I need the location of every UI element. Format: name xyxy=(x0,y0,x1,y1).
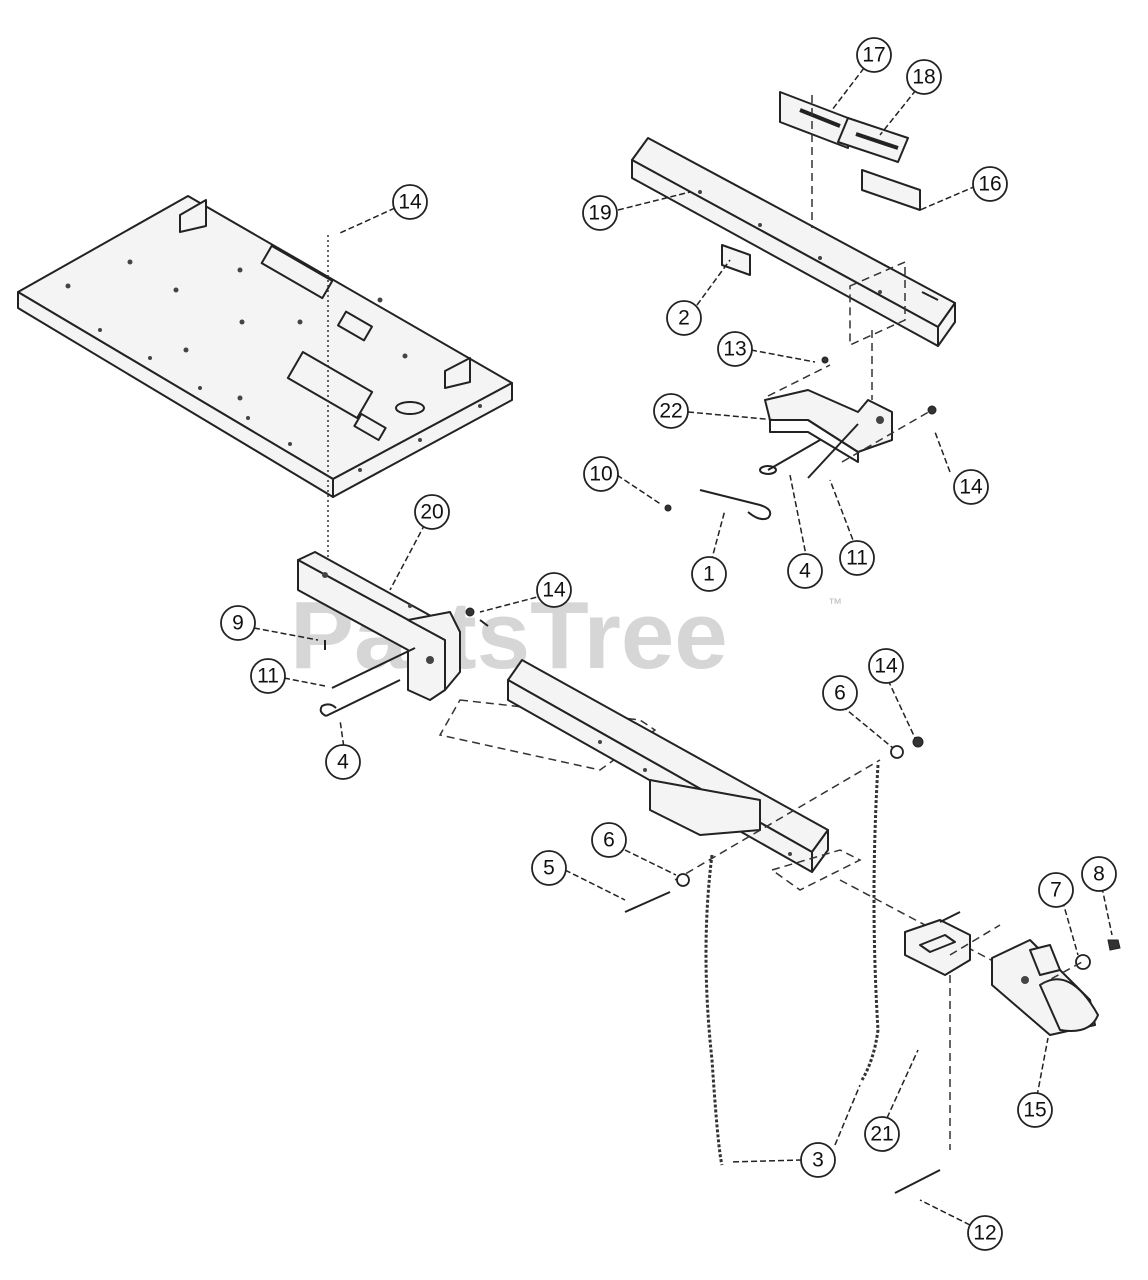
callout-label: 9 xyxy=(232,612,244,635)
callout-label: 10 xyxy=(589,463,612,486)
callout-label: 16 xyxy=(978,173,1001,196)
callout-label: 20 xyxy=(420,501,443,524)
callout-22: 22 xyxy=(653,393,689,429)
callout-3: 3 xyxy=(800,1142,836,1178)
leader-lines xyxy=(253,67,1113,1226)
safety-chain-left xyxy=(704,854,724,1166)
decal-17 xyxy=(779,91,849,149)
callout-21: 21 xyxy=(864,1116,900,1152)
front-hitch-mount-20 xyxy=(297,551,461,701)
callout-label: 4 xyxy=(337,751,349,774)
callout-label: 18 xyxy=(912,66,935,89)
callout-label: 11 xyxy=(257,665,279,688)
callout-6-left: 6 xyxy=(591,822,627,858)
callout-11-top: 11 xyxy=(839,540,875,576)
platform-deck xyxy=(17,195,513,498)
bolt-5 xyxy=(624,891,671,913)
callout-9: 9 xyxy=(220,605,256,641)
callout-label: 12 xyxy=(973,1222,996,1245)
callout-label: 6 xyxy=(603,829,615,852)
callout-label: 7 xyxy=(1050,879,1062,902)
decal-16 xyxy=(861,169,921,211)
callout-label: 15 xyxy=(1023,1099,1046,1122)
callout-14-chain: 14 xyxy=(868,648,904,684)
bracket-22 xyxy=(764,389,893,463)
washer-6b xyxy=(676,873,690,887)
callout-label: 14 xyxy=(959,476,983,499)
callout-14-right: 14 xyxy=(953,469,989,505)
callout-12: 12 xyxy=(967,1215,1003,1251)
drawbar xyxy=(507,659,829,873)
callout-label: 14 xyxy=(542,579,566,602)
callout-4-left: 4 xyxy=(325,744,361,780)
callout-label: 4 xyxy=(799,560,811,583)
callout-8: 8 xyxy=(1081,856,1117,892)
callout-label: 11 xyxy=(846,547,868,570)
callout-18: 18 xyxy=(906,59,942,95)
callout-label: 1 xyxy=(703,563,715,586)
callout-13: 13 xyxy=(717,331,753,367)
callout-15: 15 xyxy=(1017,1092,1053,1128)
callout-5: 5 xyxy=(531,850,567,886)
callout-label: 21 xyxy=(870,1123,893,1146)
callout-label: 22 xyxy=(659,400,682,423)
callout-label: 5 xyxy=(543,857,555,880)
callout-20: 20 xyxy=(414,494,450,530)
callout-14-top: 14 xyxy=(392,184,428,220)
rear-hitch-beam xyxy=(631,137,956,347)
bolt-12 xyxy=(894,1169,941,1194)
callout-11-left: 11 xyxy=(250,658,286,694)
callout-2: 2 xyxy=(666,300,702,336)
callout-label: 2 xyxy=(678,307,690,330)
callout-label: 14 xyxy=(398,191,422,214)
decal-2 xyxy=(721,244,751,276)
callout-19: 19 xyxy=(582,195,618,231)
callout-label: 13 xyxy=(723,338,746,361)
callout-label: 6 xyxy=(834,682,846,705)
callout-label: 14 xyxy=(874,655,898,678)
callout-14-mid: 14 xyxy=(536,572,572,608)
callout-label: 3 xyxy=(812,1149,824,1172)
callout-16: 16 xyxy=(972,166,1008,202)
callout-1: 1 xyxy=(691,556,727,592)
washer-6 xyxy=(890,745,904,759)
callout-6-right: 6 xyxy=(822,675,858,711)
decal-18 xyxy=(837,117,909,163)
coupler-15 xyxy=(991,939,1099,1036)
callout-17: 17 xyxy=(856,37,892,73)
callout-4-top: 4 xyxy=(787,553,823,589)
callout-label: 8 xyxy=(1093,863,1105,886)
bracket-21 xyxy=(904,919,971,976)
callout-7: 7 xyxy=(1038,872,1074,908)
callout-label: 17 xyxy=(862,44,885,67)
watermark-trademark: ™ xyxy=(828,595,842,611)
washer-7 xyxy=(1075,954,1091,970)
safety-chain-right xyxy=(860,764,880,1081)
callout-10: 10 xyxy=(583,456,619,492)
callout-label: 19 xyxy=(588,202,611,225)
